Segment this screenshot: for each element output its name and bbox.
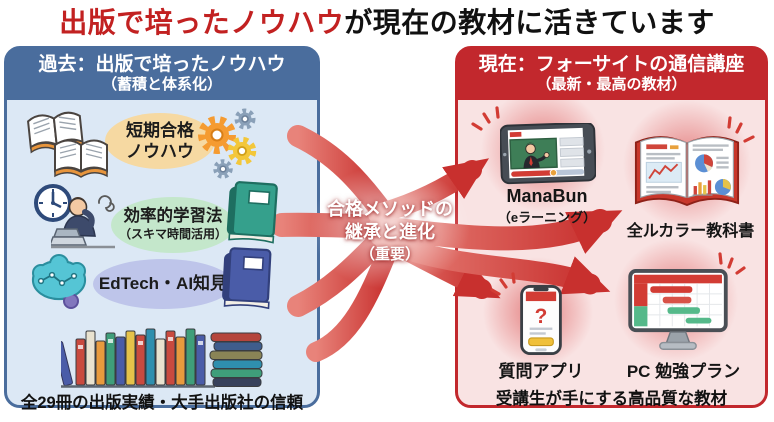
present-header-line2: （最新・最高の教材） — [536, 76, 687, 94]
tablet-elearning-icon — [500, 123, 596, 185]
page-title: 出版で培ったノウハウが現在の教材に活きています — [0, 1, 774, 41]
efficient-study-label: 効率的学習法 （スキマ時間活用） — [111, 197, 235, 253]
fullcolor-textbook-icon — [634, 127, 740, 211]
past-header-line2: （蓄積と体系化） — [101, 76, 222, 94]
past-panel: 過去：出版で培ったノウハウ （蓄積と体系化） — [4, 46, 320, 412]
arrow-label-line3: （重要） — [359, 246, 420, 263]
svg-text:?: ? — [535, 305, 548, 328]
clock-icon — [33, 183, 73, 223]
present-caption: 受講生が手にする高品質な教材 — [495, 390, 728, 408]
teal-book-icon — [223, 179, 279, 247]
highlight-blob — [111, 197, 235, 253]
efficient-line2: （スキマ時間活用） — [118, 227, 227, 242]
blue-book-icon — [219, 245, 273, 313]
manabun-subtitle: （eラーニング） — [497, 209, 597, 225]
open-books-icon — [25, 107, 111, 181]
highlight-blob — [93, 259, 233, 309]
textbook-label: 全ルカラー教科書 — [626, 223, 755, 240]
knowhow-line2: ノウハウ — [126, 142, 194, 161]
studying-person-icon — [51, 189, 117, 251]
present-header-line1: 現在：フォーサイトの通信講座 — [478, 54, 745, 76]
knowhow-line1: 短期合格 — [126, 120, 194, 140]
gears-icon — [195, 107, 259, 181]
pc-study-plan-icon — [628, 269, 728, 355]
knowhow-item-label: 短期合格 ノウハウ — [105, 113, 215, 169]
edtech-label: EdTech・AI知見 — [93, 259, 233, 309]
question-app-icon: ? — [520, 285, 562, 355]
manabun-label: ManaBun （eラーニング） — [472, 186, 622, 226]
past-caption: 全29冊の出版実績・大手出版社の信頼 — [20, 394, 304, 412]
present-panel-header: 現在：フォーサイトの通信講座 （最新・最高の教材） — [457, 48, 766, 100]
arrow-label-line2: 継承と進化 — [345, 221, 435, 242]
present-panel: 現在：フォーサイトの通信講座 （最新・最高の教材） — [455, 46, 768, 408]
pc-plan-label: PC 勉強プラン — [626, 362, 741, 381]
title-rest: が現在の教材に活きています — [344, 7, 715, 38]
arrow-label-line1: 合格メソッドの — [327, 199, 453, 219]
efficient-line1: 効率的学習法 — [123, 207, 223, 226]
highlight-blob — [105, 113, 215, 169]
manabun-title: ManaBun — [506, 186, 588, 206]
edtech-line1: EdTech・AI知見 — [98, 274, 228, 294]
brain-icon — [29, 253, 93, 313]
past-header-line1: 過去：出版で培ったノウハウ — [38, 54, 286, 76]
title-highlight: 出版で培ったノウハウ — [59, 7, 345, 38]
past-panel-header: 過去：出版で培ったノウハウ （蓄積と体系化） — [6, 48, 318, 100]
bookshelf-icon — [61, 325, 215, 389]
question-app-label: 質問アプリ — [498, 362, 584, 381]
arrow-center-label: 合格メソッドの 継承と進化 （重要） — [312, 198, 468, 264]
book-stack-icon — [207, 329, 267, 389]
